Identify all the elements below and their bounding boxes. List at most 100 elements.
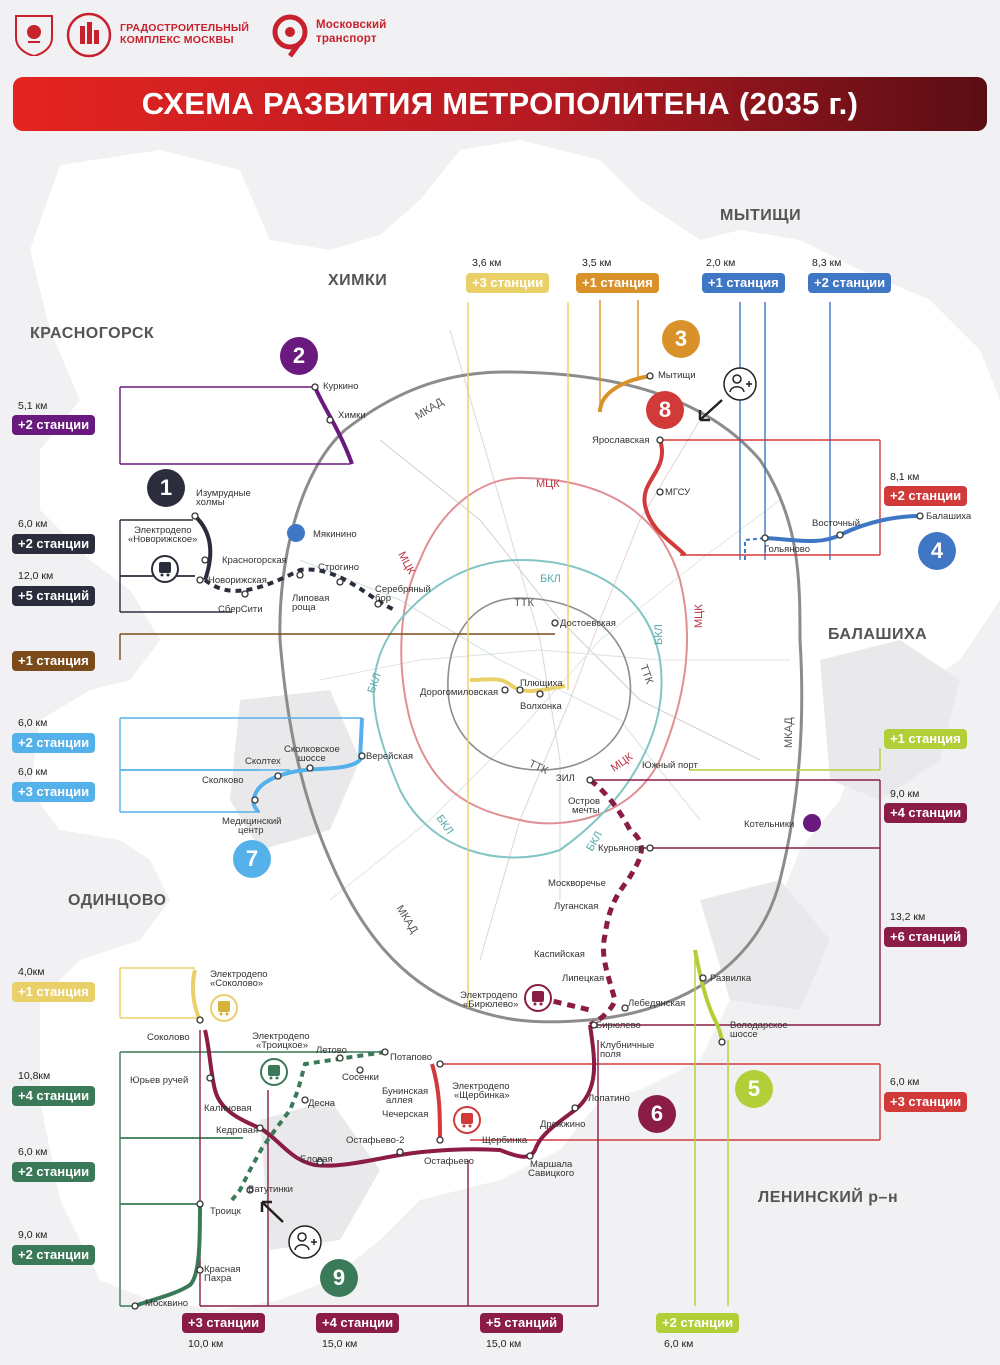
stn-razvilka: Развилка <box>710 973 752 984</box>
km-b-5: 6,0 км <box>664 1338 694 1350</box>
mcc-label-3: МЦК <box>693 604 705 628</box>
km-top-yellow: 3,6 км <box>472 257 502 269</box>
stn-depo-nov-1: Электродепо <box>134 525 192 536</box>
stn-yuryev: Юрьев ручей <box>130 1075 188 1086</box>
cursor-arrow-icon-south <box>260 1200 284 1223</box>
stn-potapovo: Потапово <box>390 1052 432 1063</box>
pill-l1b: +5 станций <box>12 586 96 606</box>
stn-kalinovaya: Калиновая <box>204 1103 252 1114</box>
stn-shcherbinka: Щербинка <box>482 1135 528 1146</box>
km-r-6b: 13,2 км <box>890 911 926 923</box>
city-mytishchi: МЫТИЩИ <box>720 207 802 224</box>
stn-serebryany-2: бор <box>375 593 391 604</box>
stn-ostrov-2: мечты <box>572 805 600 816</box>
pill-top-blue1: +1 станция <box>702 273 785 293</box>
stn-dorogomilovskaya: Дорогомиловская <box>420 687 498 698</box>
stn-sbercity: СберСити <box>218 604 263 615</box>
line-5-path <box>693 949 724 1046</box>
stn-kedrovaya: Кедровая <box>216 1125 258 1136</box>
pill-l2: +2 станции <box>12 415 96 435</box>
stn-letovo: Летово <box>316 1045 347 1056</box>
myakinino-transfer-dot <box>287 524 305 542</box>
km-b-6b: 15,0 км <box>486 1338 522 1350</box>
stn-medcenter-1: Медицинский <box>222 816 281 827</box>
stn-skoltech: Сколтех <box>245 756 281 767</box>
line-badge-8: 8 <box>646 391 684 429</box>
stn-vatutinki: Ватутинки <box>248 1184 293 1195</box>
stn-sosenki: Сосенки <box>342 1072 379 1083</box>
km-l9a: 10,8км <box>18 1070 51 1082</box>
passenger-add-icon-south <box>288 1225 322 1259</box>
stn-lipovaya-1: Липовая <box>292 593 329 604</box>
stn-depo-shch-1: Электродепо <box>452 1081 510 1092</box>
bkl-label-3: БКЛ <box>653 624 665 645</box>
line-yellow-center <box>469 677 566 694</box>
line-9-path <box>134 1203 202 1308</box>
passenger-add-icon-north <box>723 367 757 401</box>
stn-zil: ЗИЛ <box>556 773 575 784</box>
line-badge-9: 9 <box>320 1259 358 1297</box>
stn-lebedyanskaya: Лебедянская <box>628 998 685 1009</box>
stn-skolkovo: Сколково <box>202 775 244 786</box>
city-odintsovo: ОДИНЦОВО <box>68 892 167 909</box>
gradcomplex-logo-text: ГРАДОСТРОИТЕЛЬНЫЙ КОМПЛЕКС МОСКВЫ <box>120 22 249 46</box>
stn-desna: Десна <box>308 1098 336 1109</box>
km-l2: 5,1 км <box>18 400 48 412</box>
stn-izumrud-1: Изумрудные <box>196 488 251 499</box>
pill-l9a: +4 станции <box>12 1086 96 1106</box>
stn-kurkino: Куркино <box>323 381 358 392</box>
stn-krasnaya-2: Пахра <box>204 1273 232 1284</box>
pill-b-6: +3 станции <box>182 1313 266 1333</box>
line-6-dashed <box>588 778 644 1028</box>
stn-depo-bir-2: «Бирюлево» <box>463 999 518 1010</box>
depot-sokolovo-icon <box>210 994 238 1022</box>
line-badge-7: 7 <box>233 840 271 878</box>
stn-klubnichnye-2: поля <box>600 1049 621 1060</box>
pill-b-5: +2 станции <box>656 1313 740 1333</box>
stn-yaroslavskaya: Ярославская <box>592 435 650 446</box>
pill-b-6b: +5 станций <box>480 1313 564 1333</box>
stn-plyushchiha: Плющиха <box>520 678 563 689</box>
pill-r-6a: +4 станции <box>884 803 968 823</box>
line-badge-6: 6 <box>638 1095 676 1133</box>
km-l7b: 6,0 км <box>18 766 48 778</box>
stn-kaspiyskaya: Каспийская <box>534 949 585 960</box>
stn-depo-tro-2: «Троицкое» <box>256 1040 308 1051</box>
bkl-label-1: БКЛ <box>540 573 561 585</box>
stn-kotelniki: Котельники <box>744 819 794 830</box>
stn-vostochny: Восточный <box>812 518 860 529</box>
stn-vereyskaya: Верейская <box>366 751 413 762</box>
km-l7a: 6,0 км <box>18 717 48 729</box>
stn-klubnichnye-1: Клубничные <box>600 1040 654 1051</box>
ttk-ring <box>447 597 632 771</box>
stn-chercherskaya: Чечерская <box>382 1109 428 1120</box>
pill-r-green: +1 станция <box>884 729 967 749</box>
stn-mgsu: МГСУ <box>665 487 691 498</box>
stn-medcenter-2: центр <box>238 825 264 836</box>
mkad-label-2: МКАД <box>783 717 795 748</box>
station-dots <box>131 372 924 1310</box>
km-l1b: 12,0 км <box>18 570 54 582</box>
mcc-label-1: МЦК <box>536 478 560 490</box>
stn-depo-nov-2: «Новорижское» <box>128 534 197 545</box>
moscow-transport-logo-icon <box>272 14 308 58</box>
depot-biryulevo-icon <box>524 984 552 1012</box>
stn-marshala-2: Савицкого <box>528 1168 574 1179</box>
line-8-path <box>642 439 687 557</box>
stn-yuzhny-port: Южный порт <box>642 760 698 771</box>
line-9-dashed <box>230 1050 386 1202</box>
line-8-south <box>430 1063 442 1141</box>
stn-moskvorechye: Москворечье <box>548 878 606 889</box>
gradcomplex-line-2: КОМПЛЕКС МОСКВЫ <box>120 34 234 46</box>
km-r-8: 6,0 км <box>890 1076 920 1088</box>
line-badge-3: 3 <box>662 320 700 358</box>
stn-bunin-2: аллея <box>386 1095 413 1106</box>
kotelniki-transfer-dot <box>803 814 821 832</box>
stn-depo-bir-1: Электродепо <box>460 990 518 1001</box>
km-top-blue1: 2,0 км <box>706 257 736 269</box>
stn-izumrud-2: холмы <box>196 497 225 508</box>
bkl-ring <box>372 558 663 859</box>
stn-balashiha: Балашиха <box>926 511 972 522</box>
stn-depo-sok-1: Электродепо <box>210 969 268 980</box>
